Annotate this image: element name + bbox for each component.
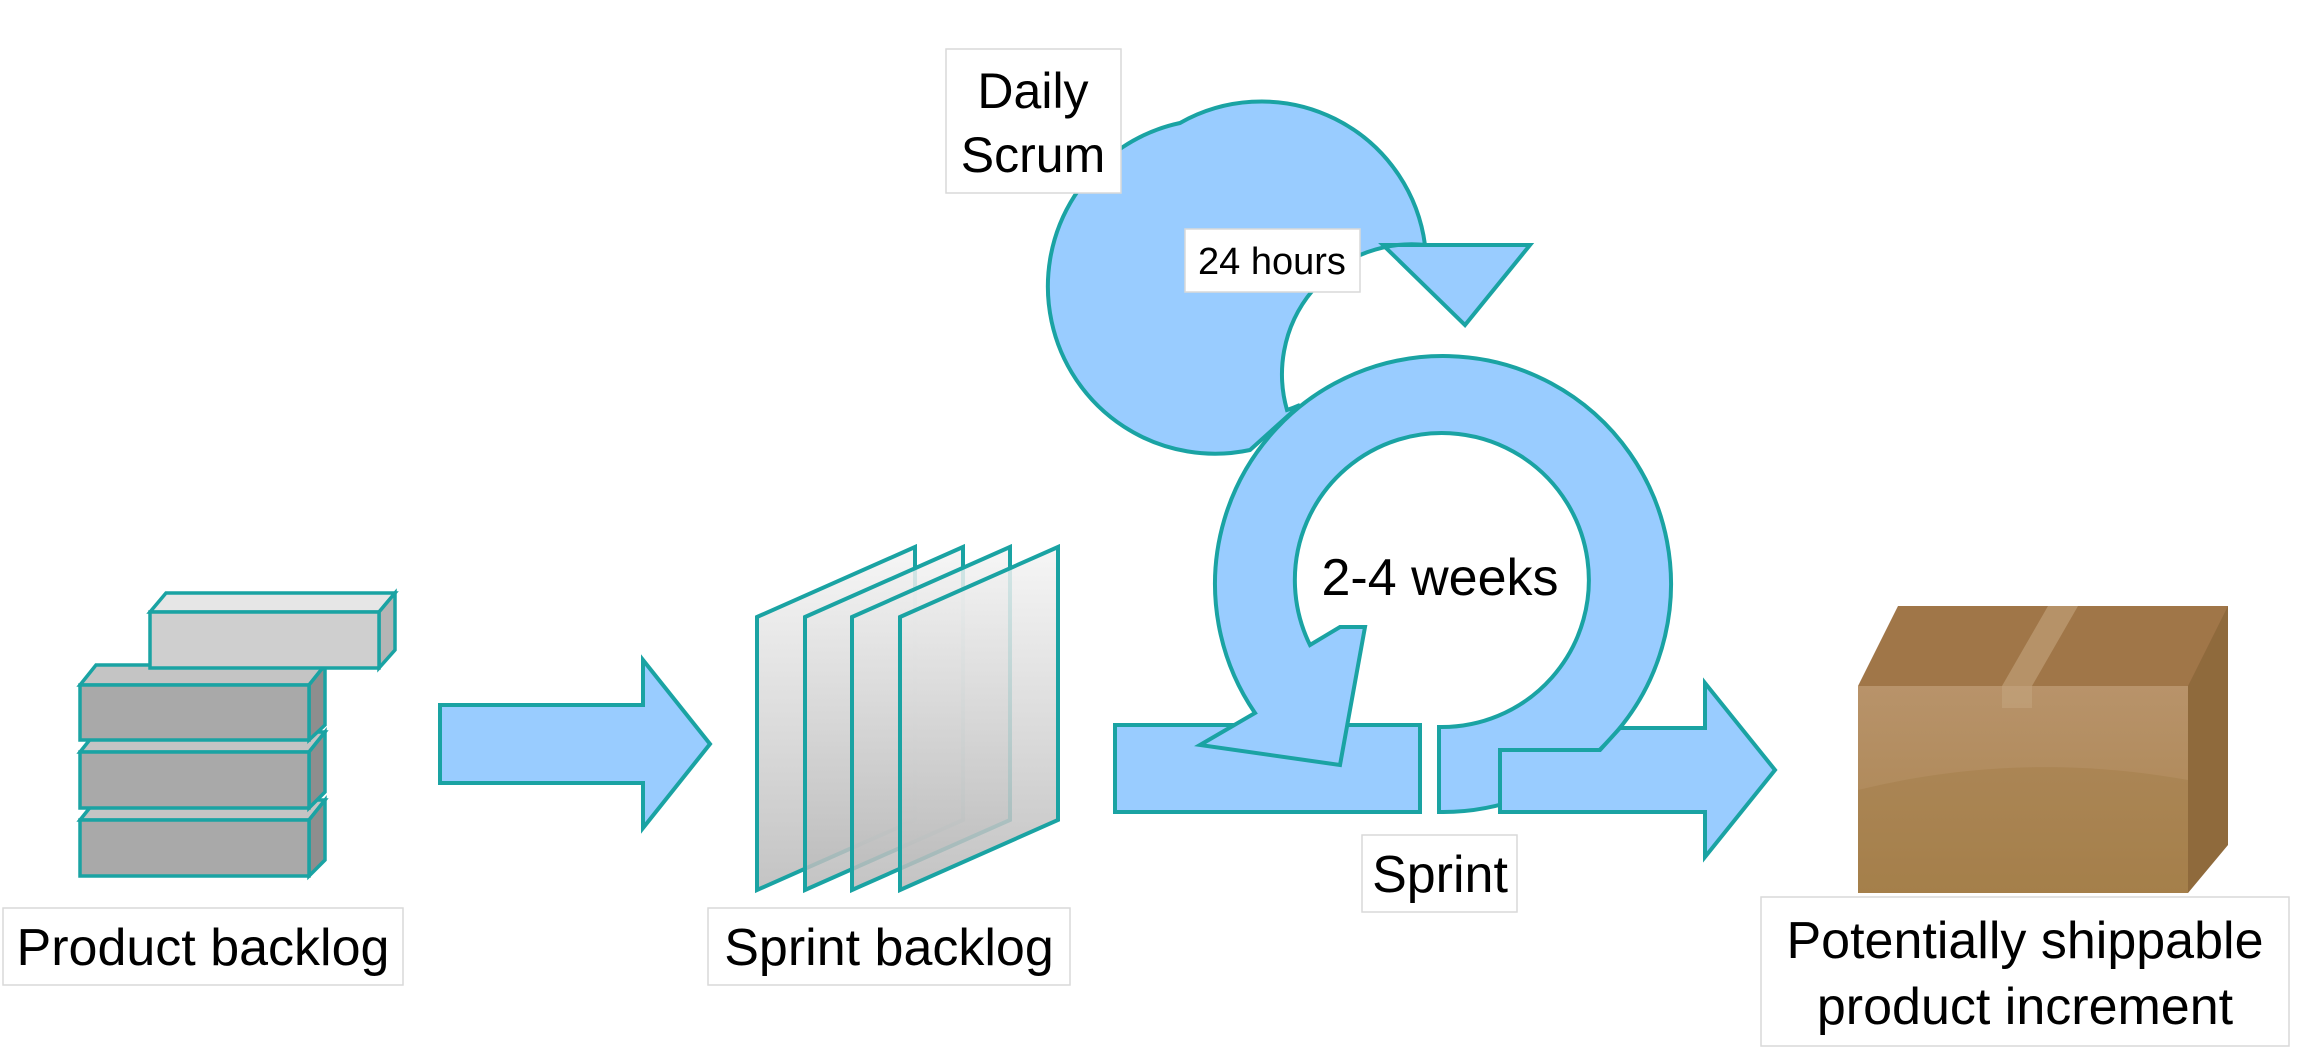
label-24-hours: 24 hours <box>1184 228 1361 293</box>
twenty-four-hours-text: 24 hours <box>1198 241 1346 283</box>
two-four-weeks-text: 2-4 weeks <box>1322 549 1559 607</box>
label-sprint: Sprint <box>1361 834 1518 913</box>
stacked-sheets-icon <box>755 543 1060 894</box>
arrow-to-increment <box>1498 677 1778 863</box>
daily-scrum-line1: Daily <box>977 63 1088 119</box>
backlog-block-1 <box>76 795 329 881</box>
backlog-block-3 <box>76 660 329 745</box>
backlog-block-2 <box>76 727 329 813</box>
product-backlog-text: Product backlog <box>17 919 390 977</box>
sprint-text: Sprint <box>1372 846 1508 904</box>
daily-scrum-line2: Scrum <box>961 127 1105 183</box>
sprint-backlog-text: Sprint backlog <box>724 919 1054 977</box>
stacked-blocks-icon <box>76 588 399 881</box>
label-2-4-weeks: 2-4 weeks <box>1310 535 1565 620</box>
cardboard-box-icon <box>1858 606 2228 893</box>
label-product-increment: Potentially shippable product increment <box>1760 896 2290 1047</box>
backlog-block-4 <box>146 588 399 673</box>
arrow-to-sprint-backlog <box>438 654 713 834</box>
increment-line2: product increment <box>1817 978 2234 1036</box>
label-daily-scrum: Daily Scrum <box>945 48 1122 194</box>
label-product-backlog: Product backlog <box>2 907 404 986</box>
sheet-4 <box>898 543 1060 894</box>
label-sprint-backlog: Sprint backlog <box>707 907 1071 986</box>
increment-line1: Potentially shippable <box>1787 912 2264 970</box>
sprint-cycle-ring <box>1194 354 1674 815</box>
